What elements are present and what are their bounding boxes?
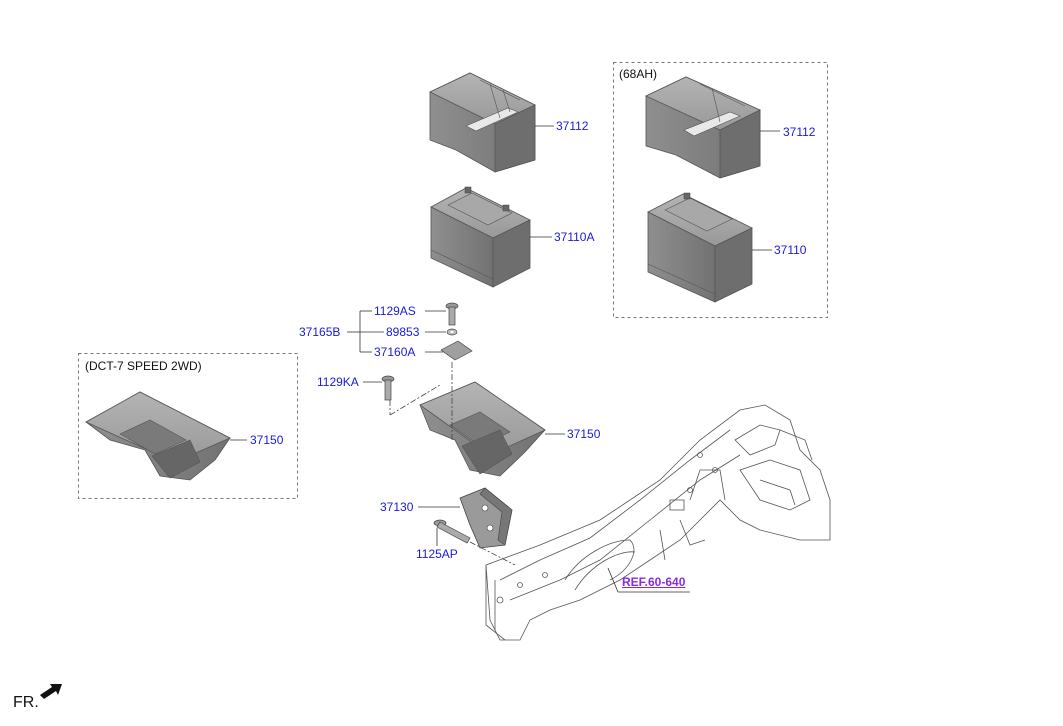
label-37150-dct[interactable]: 37150	[250, 433, 284, 447]
label-37130[interactable]: 37130	[380, 500, 414, 514]
battery-tray-dct[interactable]	[85, 391, 231, 481]
label-1125ap[interactable]: 1125AP	[416, 547, 458, 561]
ref-link-60-640[interactable]: REF.60-640	[622, 575, 686, 589]
label-37112-main[interactable]: 37112	[556, 119, 589, 133]
assembly-centerlines	[389, 362, 516, 566]
label-1129ka[interactable]: 1129KA	[317, 375, 359, 389]
bolt-1129as[interactable]	[445, 302, 459, 326]
battery-cover-68ah[interactable]	[645, 76, 761, 179]
battery-68ah[interactable]	[647, 192, 753, 303]
label-37110a[interactable]: 37110A	[554, 230, 595, 244]
body-frame	[485, 404, 831, 641]
bracket-37130[interactable]	[459, 487, 513, 549]
leader-lines	[230, 125, 780, 593]
clamp-37160a[interactable]	[440, 340, 473, 361]
caption-68ah: (68AH)	[619, 67, 658, 81]
label-1129as[interactable]: 1129AS	[374, 304, 416, 318]
bolt-1125ap[interactable]	[433, 519, 471, 544]
front-orientation-label: FR.	[13, 694, 39, 711]
label-37165b[interactable]: 37165B	[299, 325, 341, 339]
label-37160a[interactable]: 37160A	[374, 345, 416, 359]
battery-tray-main[interactable]	[419, 381, 546, 477]
bolt-1129ka[interactable]	[381, 375, 395, 401]
battery-cover-main[interactable]	[429, 72, 536, 173]
caption-dct-7-speed-2wd: (DCT-7 SPEED 2WD)	[85, 359, 202, 373]
battery-main[interactable]	[430, 186, 531, 288]
label-37110[interactable]: 37110	[774, 243, 807, 257]
variant-box-68ah	[613, 62, 828, 318]
variant-box-dct	[78, 353, 298, 499]
label-37112-68ah[interactable]: 37112	[783, 125, 816, 139]
label-89853[interactable]: 89853	[386, 325, 420, 339]
washer-89853[interactable]	[446, 328, 458, 336]
front-arrow-icon	[40, 684, 62, 699]
label-37150-main[interactable]: 37150	[567, 427, 601, 441]
